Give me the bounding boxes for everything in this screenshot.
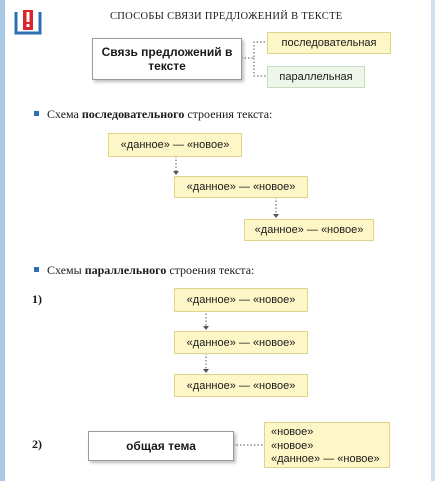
topic-items-box: «новое» «новое» «данное» — «новое» (264, 422, 390, 468)
type-sequential-box: последовательная (267, 32, 391, 54)
parallel-item-2: «данное» — «новое» (174, 331, 308, 354)
parallel-item-3: «данное» — «новое» (174, 374, 308, 397)
topic-line-1: «новое» (271, 426, 314, 438)
sequential-item-2: «данное» — «новое» (174, 176, 308, 198)
heading-suffix: строения текста: (184, 107, 273, 121)
bullet-icon (34, 111, 39, 116)
parallel-item-1: «данное» — «новое» (174, 288, 308, 312)
heading-bold: последовательного (81, 107, 185, 121)
scheme-number-2: 2) (32, 437, 42, 451)
heading-prefix: Схема (47, 107, 82, 121)
topic-line-3: «данное» — «новое» (271, 453, 380, 465)
bullet-icon (34, 267, 39, 272)
sequential-item-1: «данное» — «новое» (108, 133, 242, 157)
exclamation-icon (14, 10, 42, 35)
page-title: СПОСОБЫ СВЯЗИ ПРЕДЛОЖЕНИЙ В ТЕКСТЕ (110, 11, 343, 22)
sequential-item-3: «данное» — «новое» (244, 219, 374, 241)
heading-suffix: строения текста: (166, 263, 255, 277)
scheme-number-1: 1) (32, 292, 42, 306)
heading-prefix: Схемы (47, 263, 85, 277)
common-topic-box: общая тема (88, 431, 234, 461)
parallel-heading: Схемы параллельного строения текста: (47, 263, 254, 278)
sentence-connection-box: Связь предложений в тексте (92, 38, 242, 80)
heading-bold: параллельного (84, 263, 167, 277)
sequential-heading: Схема последовательного строения текста: (47, 107, 272, 122)
left-margin-strip (0, 0, 5, 481)
type-parallel-box: параллельная (267, 66, 365, 88)
topic-line-2: «новое» (271, 439, 314, 452)
right-margin-strip (431, 0, 435, 481)
